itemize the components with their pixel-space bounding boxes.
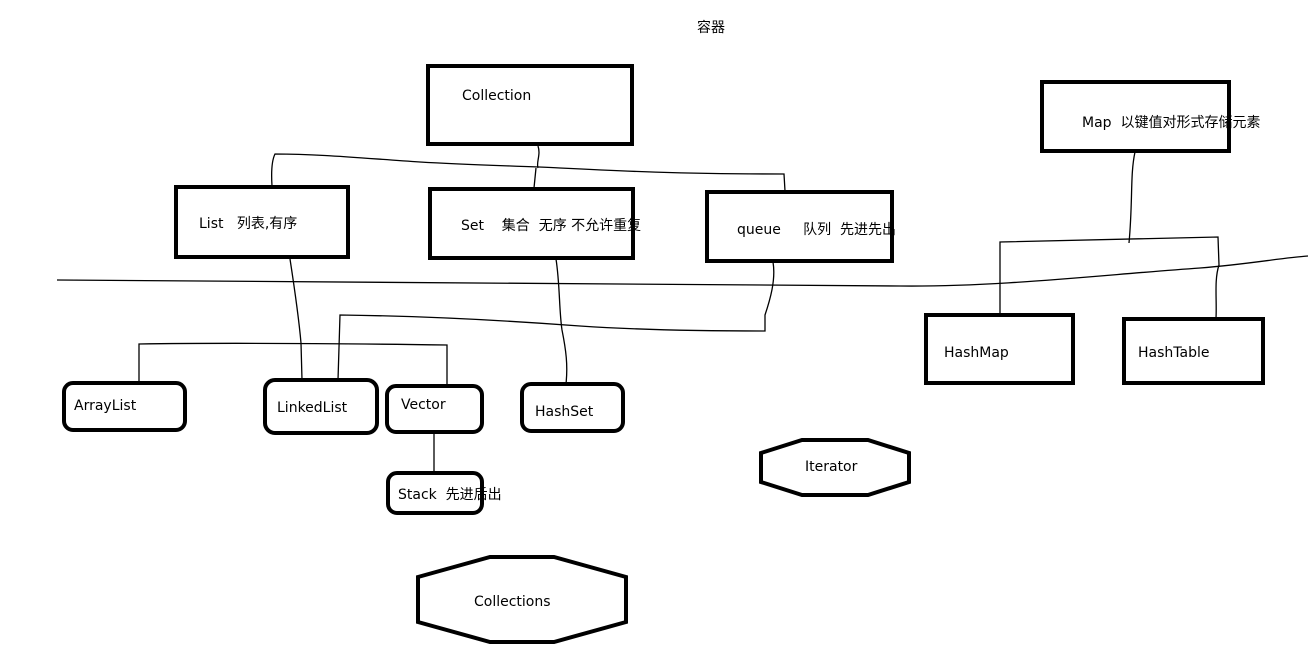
- node-collection-label: Collection: [462, 88, 531, 104]
- node-map-box: [1040, 80, 1231, 153]
- node-hashmap: HashMap: [924, 313, 1075, 385]
- node-map: Map 以键值对形式存储元素: [1040, 80, 1260, 153]
- node-vector-box: [385, 384, 484, 434]
- node-linkedlist-box: [263, 378, 379, 435]
- node-hashset-label: HashSet: [535, 404, 594, 420]
- node-linkedlist-label: LinkedList: [277, 400, 348, 416]
- node-stack-label: Stack 先进后出: [398, 487, 502, 503]
- node-vector: Vector: [385, 384, 484, 434]
- connectors: [56, 145, 1308, 473]
- node-map-label: Map 以键值对形式存储元素: [1082, 115, 1260, 131]
- diagram-title: 容器: [697, 19, 725, 36]
- node-collections-label: Collections: [474, 594, 551, 610]
- node-arraylist: ArrayList: [62, 381, 187, 432]
- node-queue-label: queue 队列 先进先出: [737, 222, 896, 238]
- node-linkedlist: LinkedList: [263, 378, 379, 435]
- map-trunk-line: [1128, 151, 1136, 244]
- node-queue-box: [705, 190, 894, 263]
- list-arraylist-vector-line: [138, 342, 448, 386]
- node-iterator-hexagon: [759, 438, 911, 497]
- list-linkedlist-line: [289, 258, 303, 381]
- node-arraylist-box: [62, 381, 187, 432]
- node-collections: Collections: [416, 555, 628, 644]
- collection-set-line: [533, 167, 537, 189]
- node-hashmap-box: [924, 313, 1075, 385]
- queue-linkedlist-line: [337, 261, 775, 381]
- node-set-box: [428, 187, 635, 260]
- node-hashmap-label: HashMap: [944, 345, 1009, 361]
- node-queue: queue 队列 先进先出: [705, 190, 896, 263]
- node-list: List 列表,有序: [174, 185, 350, 259]
- node-arraylist-label: ArrayList: [74, 398, 137, 414]
- divider-line: [56, 255, 1308, 287]
- node-hashtable-label: HashTable: [1138, 345, 1209, 361]
- node-hashset-box: [520, 382, 625, 433]
- node-stack-box: [386, 471, 484, 515]
- node-iterator: Iterator: [759, 438, 911, 497]
- node-set: Set 集合 无序 不允许重复: [428, 187, 641, 260]
- node-hashtable: HashTable: [1122, 317, 1265, 385]
- node-stack: Stack 先进后出: [386, 471, 502, 515]
- map-branch-line: [999, 236, 1220, 319]
- node-iterator-label: Iterator: [805, 459, 858, 475]
- node-set-label: Set 集合 无序 不允许重复: [461, 217, 641, 234]
- node-hashset: HashSet: [520, 382, 625, 433]
- node-list-label: List 列表,有序: [199, 216, 297, 232]
- node-list-box: [174, 185, 350, 259]
- node-hashtable-box: [1122, 317, 1265, 385]
- node-collections-hexagon: [416, 555, 628, 644]
- set-hashset-line: [555, 258, 568, 385]
- node-vector-label: Vector: [401, 397, 446, 413]
- collection-bus-line: [270, 145, 786, 192]
- node-collection-box: [426, 64, 634, 146]
- node-collection: Collection: [426, 64, 634, 146]
